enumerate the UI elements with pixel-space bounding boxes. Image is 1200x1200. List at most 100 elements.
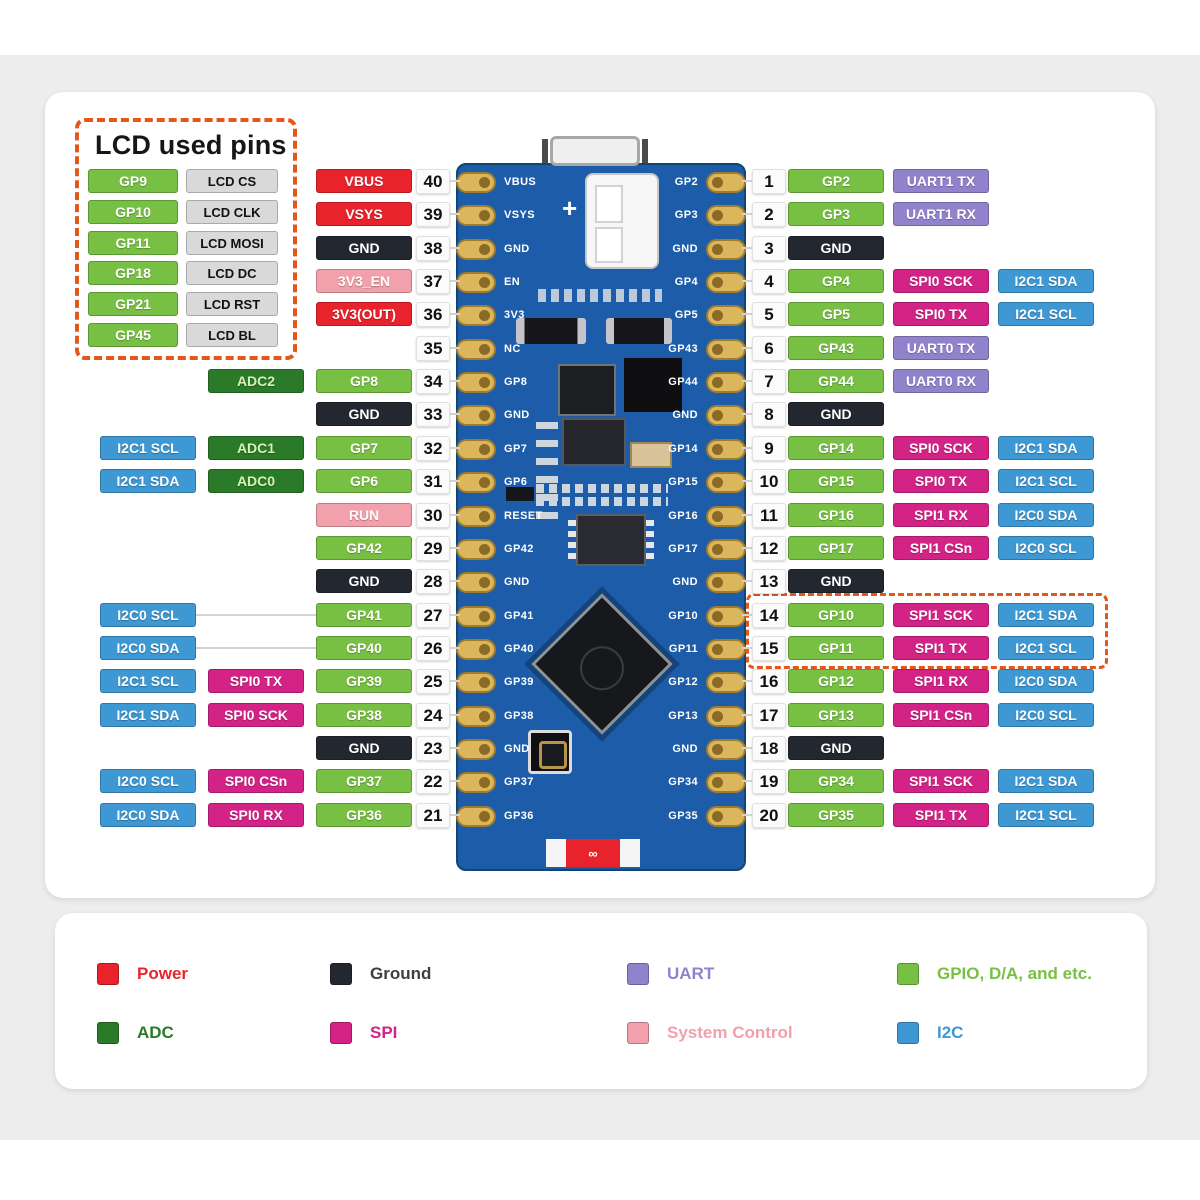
pin-leader-line (742, 347, 754, 349)
silkscreen-label-right: GP43 (668, 343, 698, 355)
pad-hole (712, 210, 723, 221)
pin-tag-i2c: I2C1 SDA (998, 769, 1094, 793)
lcd-gpio-tag: GP45 (88, 323, 178, 347)
silkscreen-label-right: GP4 (674, 276, 698, 288)
pin-number: 23 (416, 736, 450, 761)
flash-legs-right (646, 520, 654, 562)
lcd-gpio-tag: GP9 (88, 169, 178, 193)
legend-swatch-adc (97, 1022, 119, 1044)
pin-pad-right (706, 372, 746, 393)
pin-pad-left (456, 239, 496, 260)
silkscreen-label-left: VSYS (504, 209, 535, 221)
legend-swatch-gpio (897, 963, 919, 985)
pin-number: 38 (416, 236, 450, 261)
capacitor-2 (606, 318, 672, 344)
lcd-function-tag: LCD MOSI (186, 231, 278, 255)
pin-tag-i2c: I2C0 SDA (100, 803, 196, 827)
pin-tag-power: 3V3(OUT) (316, 302, 412, 326)
pin-pad-right (706, 239, 746, 260)
pad-hole (479, 244, 490, 255)
pin-leader-line (742, 680, 754, 682)
lcd-function-tag: LCD CLK (186, 200, 278, 224)
pad-hole (712, 644, 723, 655)
pin-tag-spi: SPI0 SCK (893, 269, 989, 293)
pad-hole (712, 544, 723, 555)
pin-tag-gpio: GP37 (316, 769, 412, 793)
pin-pad-right (706, 806, 746, 827)
lcd-panel-title: LCD used pins (95, 130, 287, 160)
pin-tag-ground: GND (316, 569, 412, 593)
boot-button[interactable] (528, 730, 572, 774)
legend-swatch-spi (330, 1022, 352, 1044)
pin-tag-i2c: I2C1 SCL (100, 669, 196, 693)
pad-hole (712, 444, 723, 455)
pin-leader-line (742, 213, 754, 215)
pin-tag-spi: SPI0 SCK (893, 436, 989, 460)
pin-leader-line (450, 747, 460, 749)
silkscreen-label-left: GP6 (504, 476, 528, 488)
pin-tag-ground: GND (316, 236, 412, 260)
pin-leader-line (742, 514, 754, 516)
pin-tag-i2c: I2C1 SDA (100, 703, 196, 727)
pin-number: 3 (752, 236, 786, 261)
legend-swatch-sysctl (627, 1022, 649, 1044)
pin-tag-sysctl: RUN (316, 503, 412, 527)
pin-leader-line (450, 180, 460, 182)
pad-hole (479, 711, 490, 722)
pin-pad-right (706, 539, 746, 560)
pin-pad-left (456, 572, 496, 593)
silkscreen-label-right: GND (672, 743, 698, 755)
pin-leader-line (450, 447, 460, 449)
pin-pad-right (706, 339, 746, 360)
pin-tag-power: VSYS (316, 202, 412, 226)
silkscreen-label-left: GP41 (504, 610, 534, 622)
legend-item-gpio: GPIO, D/A, and etc. (897, 963, 1092, 985)
legend-label: ADC (137, 1023, 174, 1042)
pin-tag-i2c: I2C0 SCL (998, 703, 1094, 727)
pad-hole (479, 444, 490, 455)
silkscreen-label-right: GP2 (674, 176, 698, 188)
pin-number: 21 (416, 803, 450, 828)
pad-hole (712, 577, 723, 588)
pin-leader-line (450, 580, 460, 582)
power-switch[interactable]: ∞ (546, 839, 640, 867)
pad-hole (479, 344, 490, 355)
pin-pad-left (456, 539, 496, 560)
legend-swatch-ground (330, 963, 352, 985)
pin-pad-right (706, 606, 746, 627)
pin-tag-ground: GND (788, 236, 884, 260)
header-footprint-mid-1 (536, 484, 668, 493)
silkscreen-label-left: GP36 (504, 810, 534, 822)
pin-leader-line (450, 313, 460, 315)
silkscreen-label-right: GP10 (668, 610, 698, 622)
ic-chip-2 (624, 358, 682, 412)
pad-hole (479, 611, 490, 622)
pin-leader-line (742, 714, 754, 716)
pin-number: 14 (752, 603, 786, 628)
silkscreen-label-right: GP44 (668, 376, 698, 388)
pin-pad-left (456, 305, 496, 326)
silkscreen-label-right: GP11 (668, 643, 698, 655)
pin-tag-gpio: GP13 (788, 703, 884, 727)
pad-hole (712, 344, 723, 355)
pin-pad-left (456, 372, 496, 393)
pin-tag-spi: SPI1 TX (893, 803, 989, 827)
pin-leader-line (742, 447, 754, 449)
pin-number: 20 (752, 803, 786, 828)
pin-tag-gpio: GP4 (788, 269, 884, 293)
pin-tag-spi: SPI1 CSn (893, 536, 989, 560)
pad-hole (479, 677, 490, 688)
pin-pad-right (706, 172, 746, 193)
pin-leader-line (450, 280, 460, 282)
pin-number: 13 (752, 569, 786, 594)
legend-label: SPI (370, 1023, 398, 1042)
pin-tag-i2c: I2C1 SCL (100, 436, 196, 460)
pin-tag-gpio: GP6 (316, 469, 412, 493)
pin-leader-line (742, 647, 754, 649)
silkscreen-label-right: GP3 (674, 209, 698, 221)
legend-swatch-i2c (897, 1022, 919, 1044)
pad-hole (479, 644, 490, 655)
legend-label: I2C (937, 1023, 964, 1042)
silkscreen-label-left: GP42 (504, 543, 534, 555)
